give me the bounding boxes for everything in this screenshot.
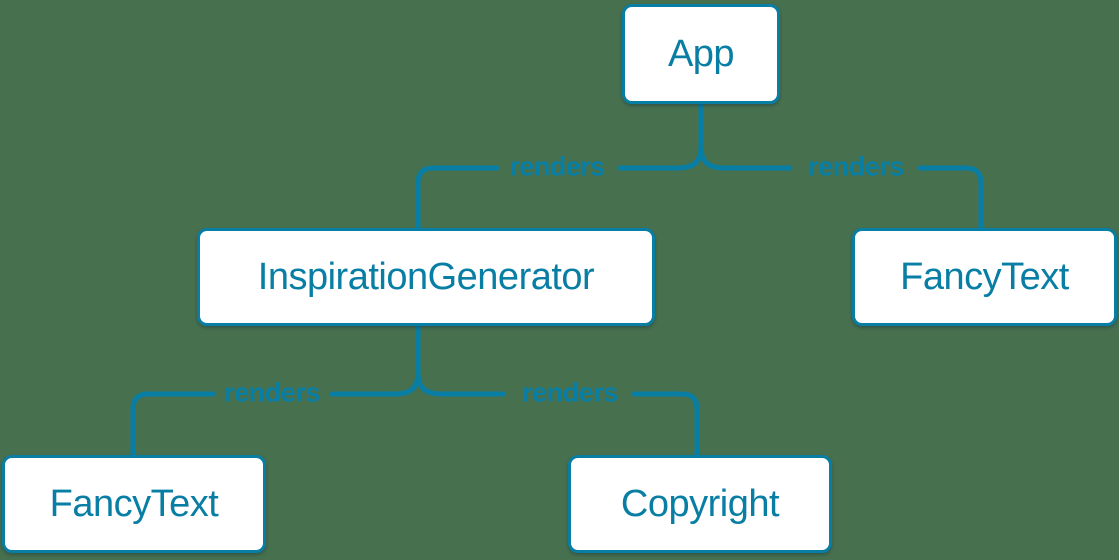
edge-inspirationgenerator-copyright-drop: [631, 391, 700, 458]
edge-app-inspirationgenerator-drop: [415, 165, 500, 231]
node-copyright: Copyright: [568, 455, 832, 553]
node-fancy-text-right: FancyText: [852, 228, 1117, 326]
node-inspiration-generator-label: InspirationGenerator: [257, 255, 595, 298]
edge-label-app-inspirationgenerator: renders: [509, 151, 605, 182]
node-app: App: [622, 4, 780, 104]
node-fancy-text-right-label: FancyText: [900, 255, 1069, 298]
edge-label-inspirationgenerator-copyright: renders: [522, 377, 618, 408]
edge-app-fancytext-flare: [698, 101, 793, 171]
edge-label-inspirationgenerator-fancytext: renders: [224, 377, 320, 408]
node-fancy-text-left: FancyText: [2, 455, 266, 553]
node-copyright-label: Copyright: [620, 482, 780, 525]
edge-label-app-fancytext: renders: [808, 151, 904, 182]
edge-inspirationgenerator-copyright-flare: [415, 323, 506, 397]
node-fancy-text-left-label: FancyText: [49, 482, 219, 525]
edge-inspirationgenerator-fancytext-drop: [130, 391, 216, 458]
node-app-label: App: [667, 32, 735, 75]
edge-app-fancytext-drop: [917, 165, 984, 231]
edge-inspirationgenerator-fancytext-flare: [329, 323, 421, 397]
edge-app-inspirationgenerator-flare: [617, 101, 704, 171]
node-inspiration-generator: InspirationGenerator: [197, 228, 655, 326]
